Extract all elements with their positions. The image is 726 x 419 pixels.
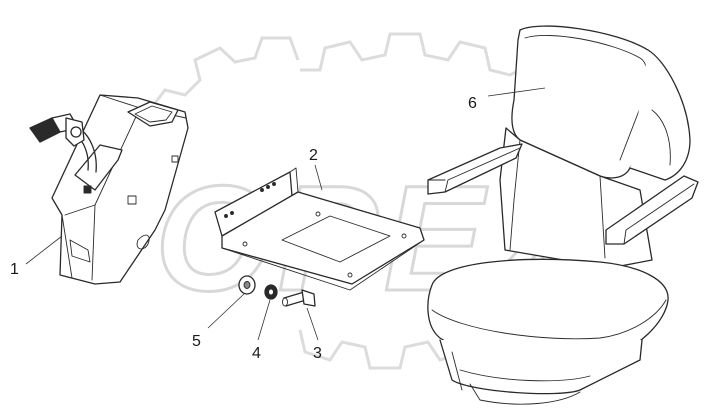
part-6-seat	[427, 25, 699, 405]
watermark-gear	[148, 32, 537, 370]
leader-6	[487, 87, 546, 97]
part-1-console	[29, 94, 189, 285]
callout-1: 1	[10, 261, 19, 278]
leader-2	[314, 164, 323, 191]
leader-5	[207, 293, 245, 329]
seat-base	[439, 339, 643, 395]
callout-5: 5	[192, 333, 201, 350]
callout-labels: 1 2 3 4 5 6	[10, 95, 477, 362]
part-4-lock-washer	[264, 284, 278, 300]
leader-4	[257, 299, 271, 341]
part-2-mounting-plate	[214, 167, 425, 291]
part-5-washer	[238, 275, 256, 295]
part-3-bolt	[282, 289, 316, 307]
seat-armrest-right	[605, 175, 699, 245]
leader-lines	[25, 87, 546, 341]
callout-2: 2	[309, 147, 318, 164]
leader-1	[25, 235, 63, 265]
callout-4: 4	[252, 345, 261, 362]
leader-3	[306, 307, 319, 341]
callout-6: 6	[468, 95, 477, 112]
seat-armrest-left	[427, 143, 523, 195]
callout-3: 3	[313, 345, 322, 362]
console-body	[51, 94, 189, 285]
